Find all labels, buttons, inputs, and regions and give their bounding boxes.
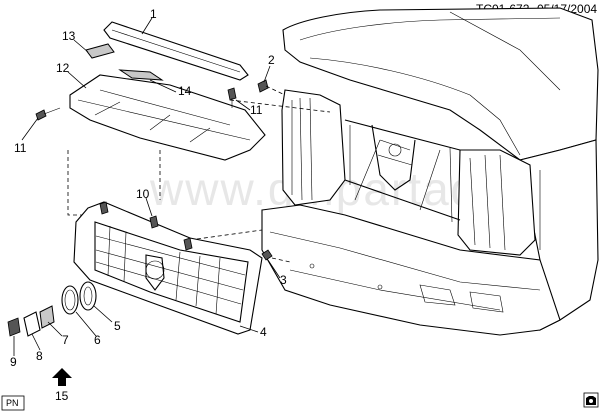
callout-6: 6 [94,333,101,347]
part-7-emblem-retainer [39,305,55,329]
callout-2: 2 [268,53,275,67]
callout-15: 15 [55,389,69,403]
callout-13: 13 [62,29,76,43]
callout-14: 14 [178,84,192,98]
callout-11-right: 11 [250,103,263,117]
callout-3: 3 [280,273,287,287]
callout-1: 1 [150,7,157,21]
fastener-2 [257,79,286,96]
callout-10: 10 [136,187,150,201]
part-14-label [118,69,164,81]
callout-9: 9 [10,355,17,369]
part-6-emblem-ring [61,285,79,315]
part-8-emblem-base [23,311,41,337]
arrow-up-icon [52,368,72,386]
part-4-grille [73,201,263,335]
part-1-upper-molding [103,21,249,81]
pn-badge-box [1,395,25,411]
fastener-11-left [35,107,61,121]
callout-12: 12 [56,61,70,75]
part-9-emblem-clip [7,317,21,337]
camera-icon [583,392,599,408]
vehicle-front [261,7,599,336]
pn-badge-text: PN [6,398,19,408]
part-5-emblem-bezel [79,281,97,311]
callout-4: 4 [260,325,267,339]
part-12-sight-shield [69,69,266,161]
callout-5: 5 [114,319,121,333]
fastener-3 [261,249,273,261]
fastener-10 [149,215,159,229]
part-13-label [85,43,115,59]
callout-8: 8 [36,349,43,363]
callout-7: 7 [62,333,69,347]
callout-11-left: 11 [14,141,27,155]
fastener-11-right [227,87,237,108]
